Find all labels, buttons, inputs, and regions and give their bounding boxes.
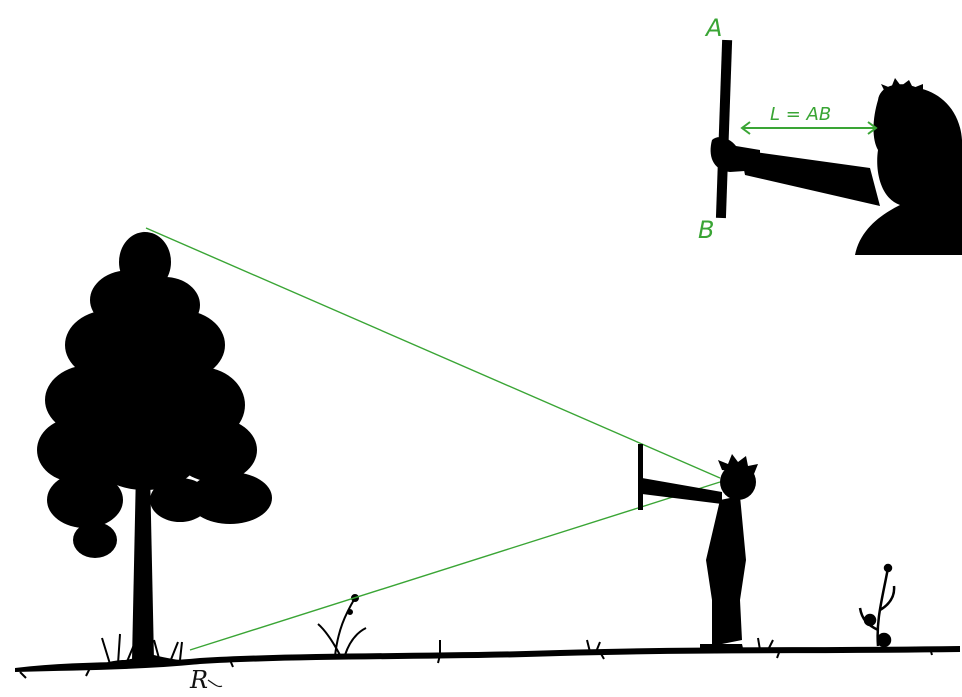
inset-closeup: A B L = AB [698,14,962,255]
formula-label: L = AB [770,104,831,125]
tree-silhouette [37,230,272,668]
artist-signature: R [189,666,208,694]
held-stick-small [638,444,643,510]
child-silhouette-small [638,444,758,652]
plant-right [860,565,894,646]
point-b-label: B [698,216,714,244]
closeup-arm [740,150,880,206]
closeup-head [855,84,962,255]
plant-middle [318,595,366,656]
closeup-stick [716,40,732,218]
point-a-label: A [704,14,722,42]
